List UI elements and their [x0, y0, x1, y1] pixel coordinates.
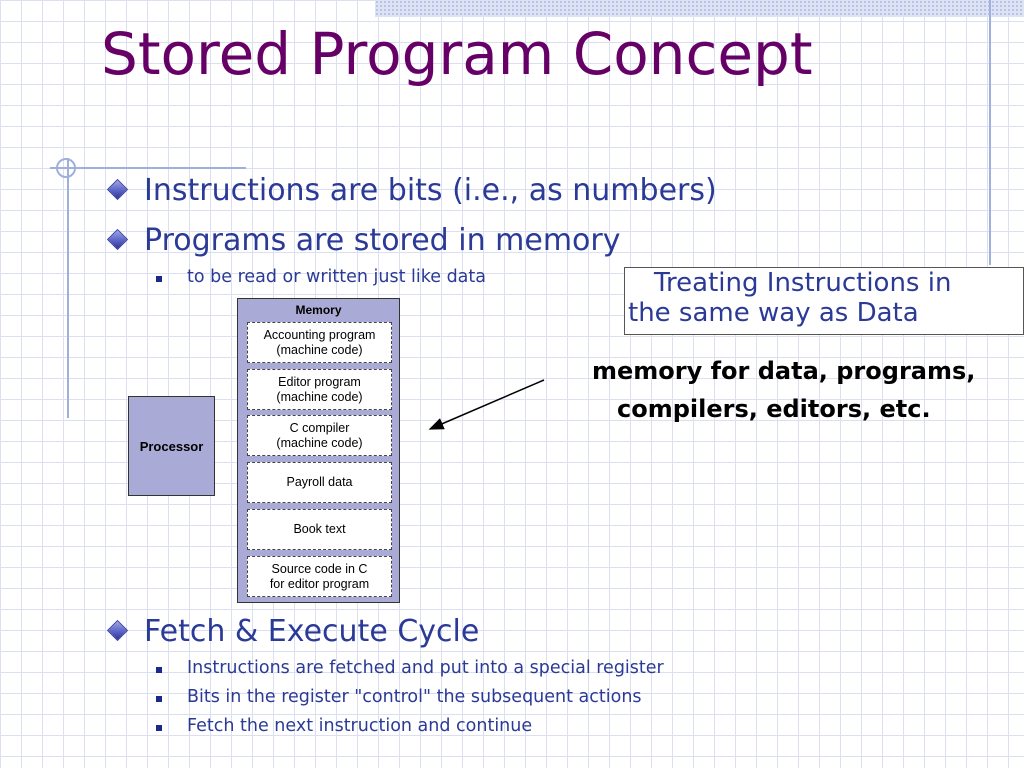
- slide-title: Stored Program Concept: [101, 20, 813, 88]
- bullet-text: Fetch & Execute Cycle: [144, 614, 480, 649]
- sub-bullet-fetch-3: Fetch the next instruction and continue: [156, 716, 532, 736]
- sub-bullet-fetch-1: Instructions are fetched and put into a …: [156, 658, 664, 678]
- square-bullet-icon: [156, 725, 162, 731]
- memory-cell-editor: Editor program (machine code): [247, 369, 392, 410]
- memory-label: Memory: [295, 303, 342, 317]
- accent-ring-icon: [56, 158, 76, 178]
- memory-cell-compiler: C compiler (machine code): [247, 415, 392, 456]
- left-accent-line: [67, 158, 69, 418]
- bullet-text: Programs are stored in memory: [144, 223, 621, 258]
- diamond-bullet-icon: [108, 230, 127, 249]
- callout-line-2: the same way as Data: [628, 298, 919, 328]
- sub-bullet-read-write: to be read or written just like data: [156, 267, 486, 287]
- bullet-text: Instructions are bits (i.e., as numbers): [144, 173, 717, 208]
- sub-bullet-text: Bits in the register "control" the subse…: [187, 687, 642, 707]
- diamond-bullet-icon: [108, 180, 127, 199]
- top-decorative-bar: [375, 0, 1024, 17]
- right-accent-line: [989, 0, 991, 265]
- memory-cell-source-code: Source code in C for editor program: [247, 556, 392, 597]
- diamond-bullet-icon: [108, 621, 127, 640]
- memory-block: Memory Accounting program (machine code)…: [237, 298, 400, 603]
- sub-bullet-text: Fetch the next instruction and continue: [187, 716, 533, 736]
- bullet-fetch-execute: Fetch & Execute Cycle: [108, 614, 479, 649]
- square-bullet-icon: [156, 667, 162, 673]
- arrow-to-memory: [428, 379, 545, 430]
- square-bullet-icon: [156, 696, 162, 702]
- note-line-2: compilers, editors, etc.: [617, 395, 931, 423]
- title-underline-accent: [50, 167, 246, 169]
- square-bullet-icon: [156, 276, 162, 282]
- bullet-instructions: Instructions are bits (i.e., as numbers): [108, 173, 717, 208]
- sub-bullet-text: to be read or written just like data: [187, 267, 486, 287]
- memory-cell-payroll: Payroll data: [247, 462, 392, 503]
- note-line-1: memory for data, programs,: [592, 357, 976, 385]
- callout-box: Treating Instructions in the same way as…: [624, 267, 1024, 335]
- memory-cell-accounting: Accounting program (machine code): [247, 322, 392, 363]
- memory-cell-book-text: Book text: [247, 509, 392, 550]
- callout-line-1: Treating Instructions in: [654, 268, 952, 298]
- bullet-programs: Programs are stored in memory: [108, 223, 620, 258]
- sub-bullet-fetch-2: Bits in the register "control" the subse…: [156, 687, 642, 707]
- sub-bullet-text: Instructions are fetched and put into a …: [187, 658, 664, 678]
- processor-box: Processor: [128, 396, 215, 496]
